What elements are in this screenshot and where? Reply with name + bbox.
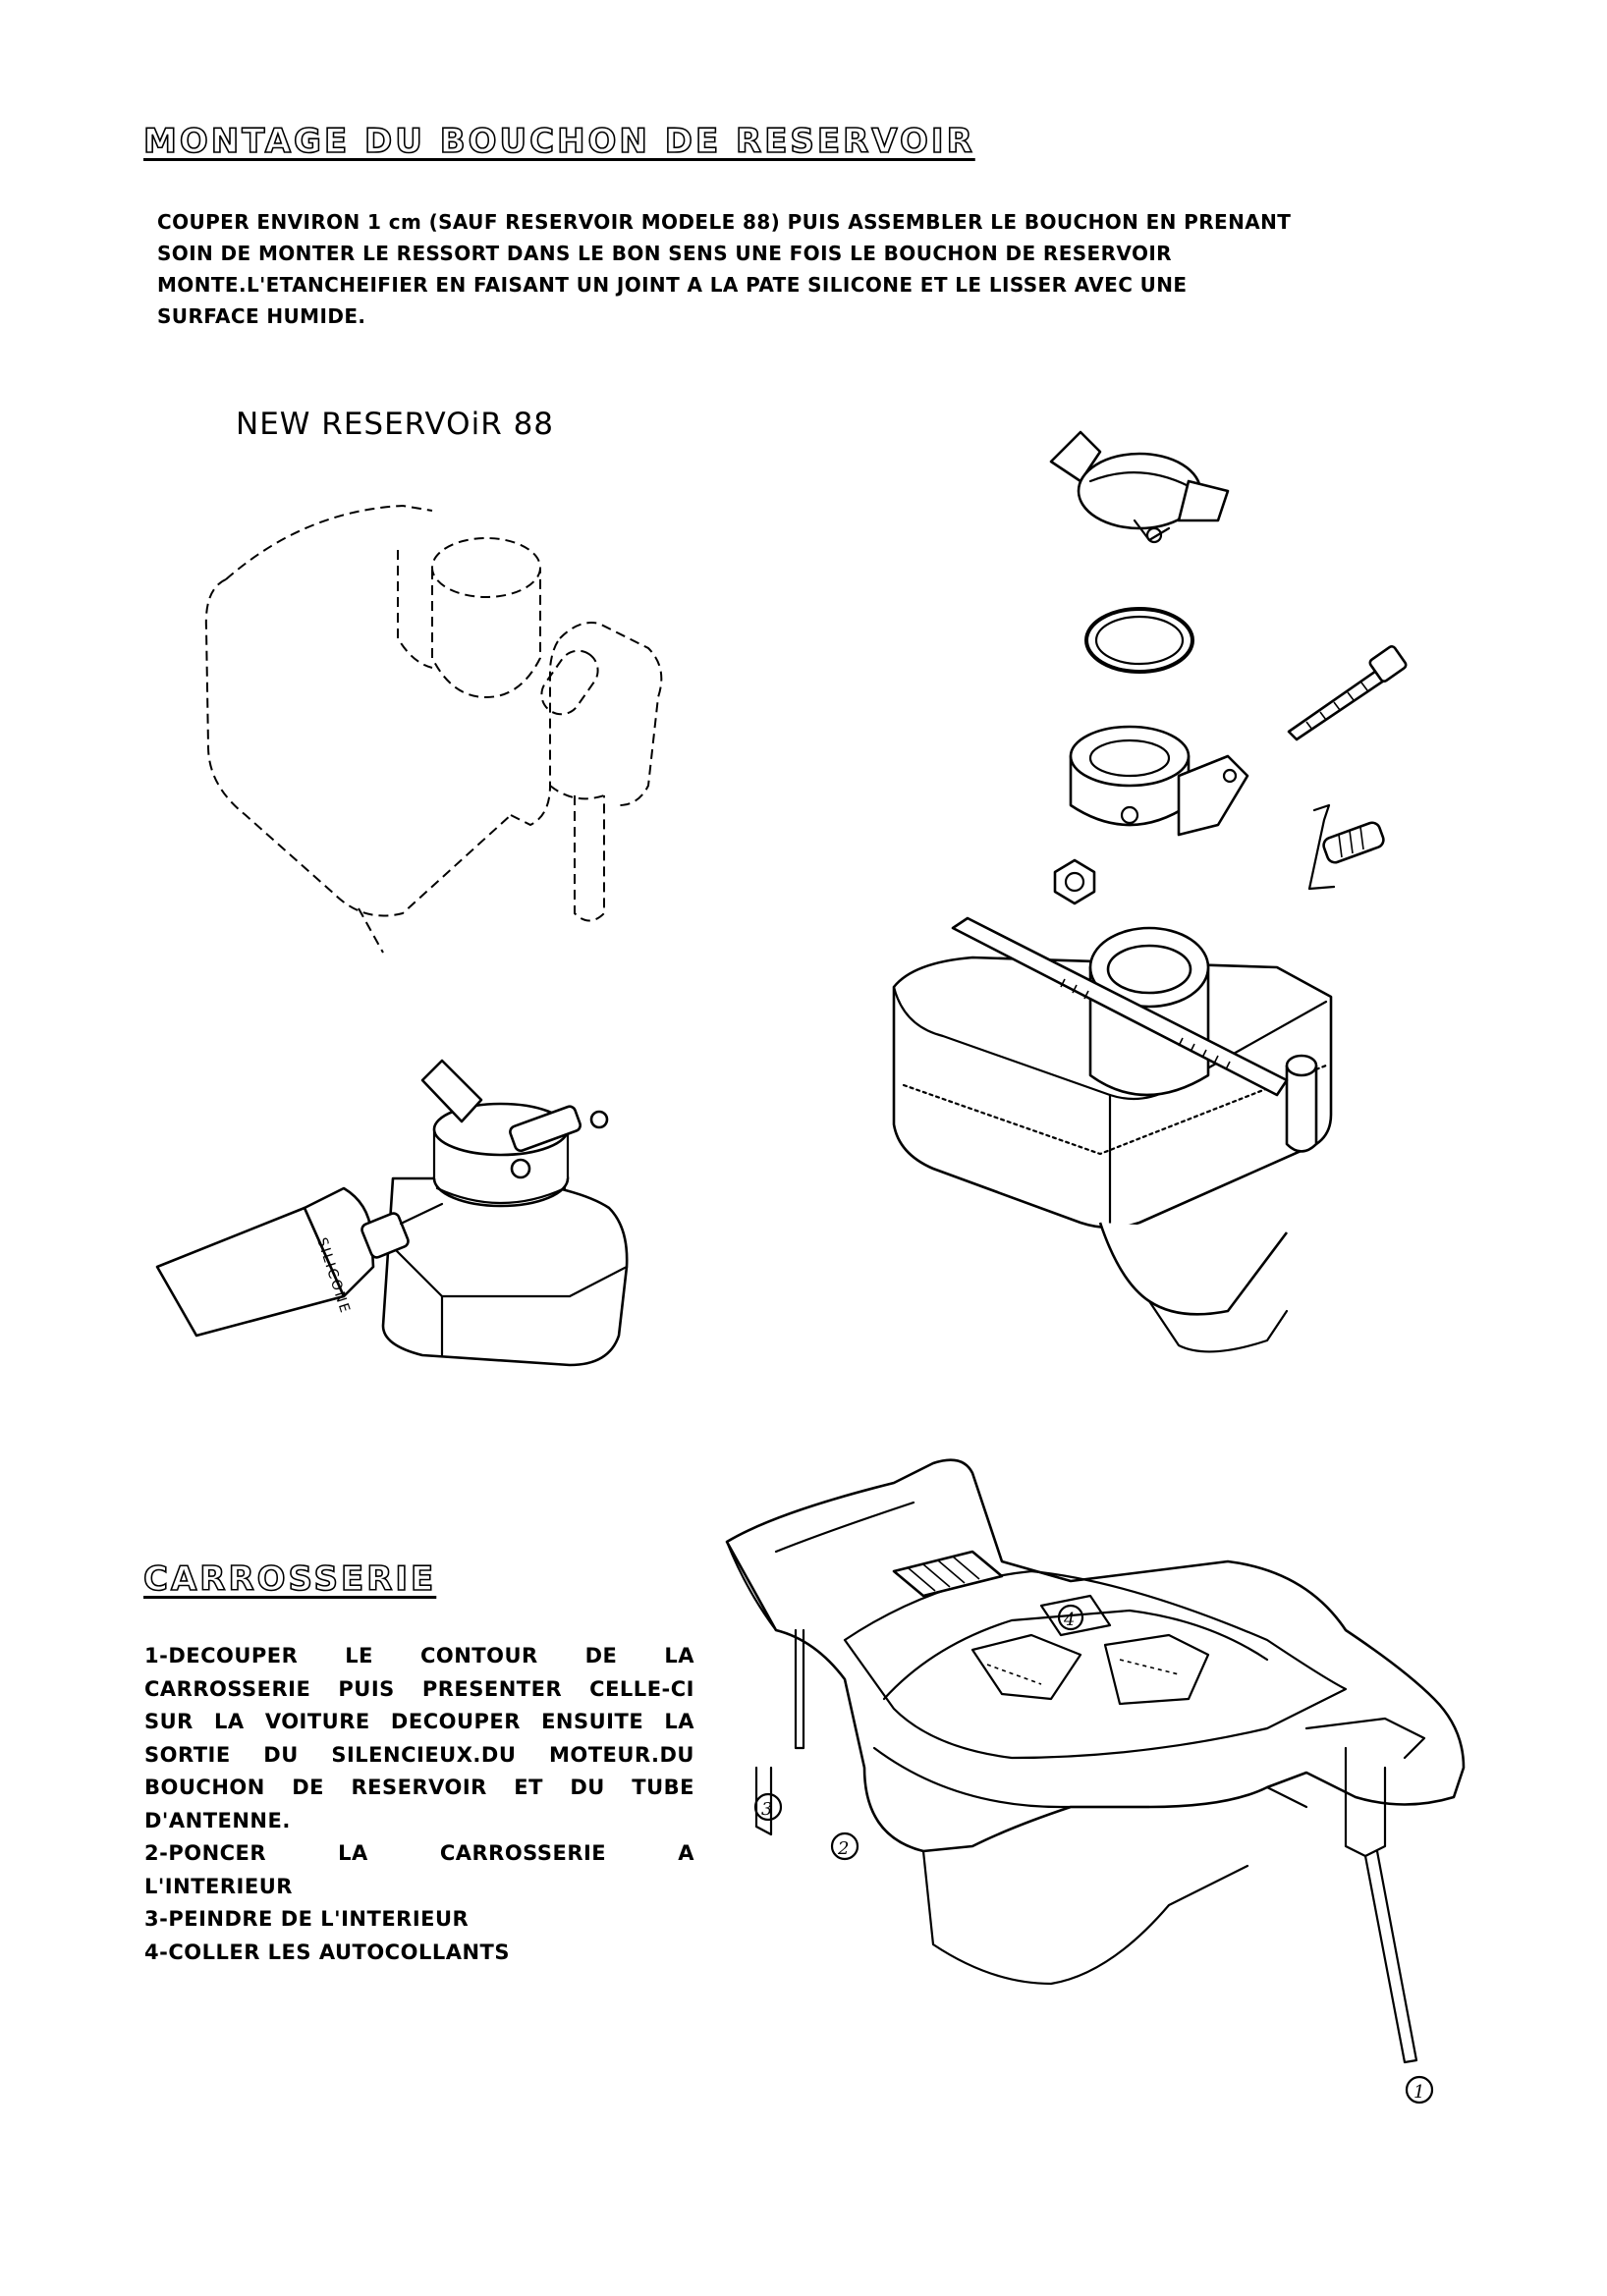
word: RESERVOIR [351, 1776, 487, 1799]
word: LA [214, 1710, 245, 1733]
intro-line: SURFACE HUMIDE. [157, 304, 366, 328]
word: VOITURE [264, 1710, 370, 1733]
word: DECOUPER [390, 1710, 521, 1733]
callout-1: 1 [1413, 2082, 1424, 2103]
word: PRESENTER [421, 1676, 563, 1701]
word: DU [570, 1776, 605, 1799]
word: PUIS [338, 1676, 395, 1701]
word: CELLE-CI [589, 1676, 694, 1701]
step3-line: 3-PEINDRE DE L'INTERIEUR [144, 1907, 470, 1931]
intro-paragraph: COUPER ENVIRON 1 cm (SAUF RESERVOIR MODE… [157, 206, 1291, 332]
word: LA [338, 1841, 368, 1865]
step4-line: 4-COLLER LES AUTOCOLLANTS [144, 1940, 510, 1964]
silicone-sealing-illustration: SILICONE [147, 1031, 697, 1375]
word: CONTOUR [419, 1644, 538, 1667]
word: A [678, 1841, 694, 1865]
step1-line: 1-DECOUPER LE CONTOUR DE LA [144, 1640, 694, 1673]
word: MOTEUR.DU [548, 1742, 694, 1767]
screw-part [1277, 643, 1414, 741]
car-body-illustration: 4 3 2 1 [717, 1434, 1503, 2141]
word: DU [263, 1742, 299, 1767]
word: CARROSSERIE [439, 1841, 607, 1865]
step2-last-line: L'INTERIEUR [144, 1874, 293, 1898]
step1-line: BOUCHON DE RESERVOIR ET DU TUBE [144, 1772, 694, 1805]
word: LA [664, 1644, 694, 1667]
word: SILENCIEUX.DU [331, 1742, 517, 1767]
step1-line: SORTIE DU SILENCIEUX.DU MOTEUR.DU [144, 1739, 694, 1773]
word: SUR [144, 1710, 194, 1733]
word: LA [664, 1710, 694, 1733]
reservoir-88-illustration [187, 491, 697, 962]
word: 2-PONCER [144, 1841, 267, 1865]
step1-last-line: D'ANTENNE. [144, 1808, 291, 1832]
callout-3: 3 [761, 1799, 772, 1820]
word: ET [514, 1776, 543, 1799]
word: ENSUITE [541, 1710, 644, 1733]
step2-line: 2-PONCER LA CARROSSERIE A [144, 1837, 694, 1871]
word: LE [345, 1644, 373, 1667]
section-title-carrosserie: CARROSSERIE [142, 1558, 437, 1600]
reservoir-caption: NEW RESERVOiR 88 [236, 407, 555, 442]
word: DE [584, 1644, 618, 1667]
callout-2: 2 [837, 1838, 849, 1859]
tank-with-gauge-illustration [855, 908, 1365, 1419]
word: 1-DECOUPER [144, 1644, 299, 1667]
o-ring-part [1081, 601, 1198, 680]
step1-line: CARROSSERIE PUIS PRESENTER CELLE-CI [144, 1673, 694, 1707]
section-title-bouchon: MONTAGE DU BOUCHON DE RESERVOIR [142, 121, 975, 162]
word: TUBE [632, 1776, 694, 1799]
cap-collar-part [1061, 717, 1257, 854]
intro-line: SOIN DE MONTER LE RESSORT DANS LE BON SE… [157, 242, 1172, 265]
step1-line: SUR LA VOITURE DECOUPER ENSUITE LA [144, 1706, 694, 1739]
callout-4: 4 [1063, 1610, 1075, 1630]
word: CARROSSERIE [144, 1676, 311, 1701]
nut-part [1045, 852, 1104, 911]
word: SORTIE [144, 1742, 231, 1767]
intro-line: MONTE.L'ETANCHEIFIER EN FAISANT UN JOINT… [157, 273, 1188, 297]
carrosserie-instructions: 1-DECOUPER LE CONTOUR DE LA CARROSSERIE … [144, 1640, 694, 1969]
intro-line: COUPER ENVIRON 1 cm (SAUF RESERVOIR MODE… [157, 210, 1292, 234]
word: BOUCHON [144, 1776, 265, 1799]
cap-lid-part [1041, 422, 1238, 560]
spring-part [1295, 800, 1403, 899]
word: DE [292, 1776, 325, 1799]
